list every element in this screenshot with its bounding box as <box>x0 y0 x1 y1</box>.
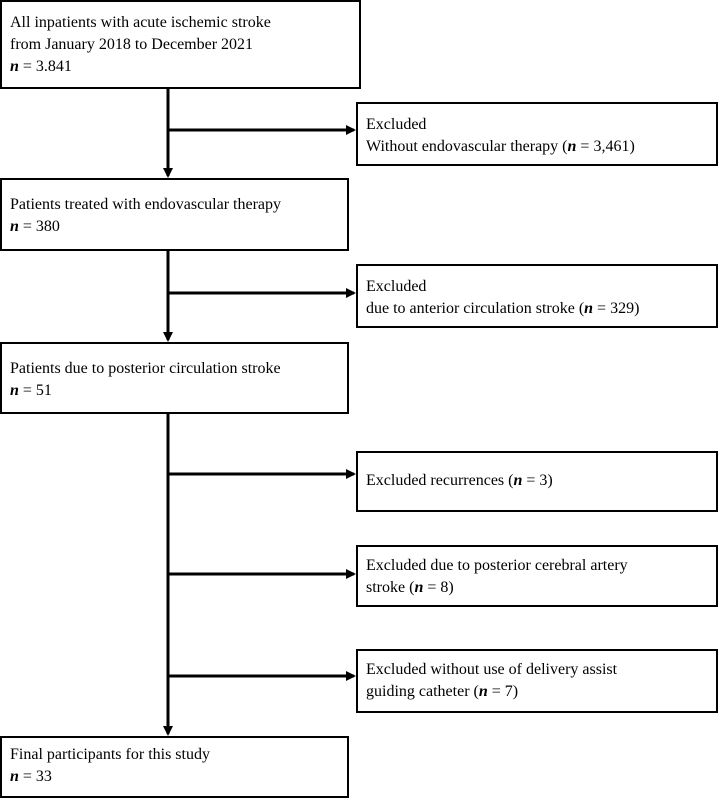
n-symbol: n <box>10 382 19 399</box>
excluded-1-text: Without endovascular therapy ( <box>366 138 568 155</box>
excluded-4-count: = 8) <box>423 579 454 596</box>
posterior-n-value: = 51 <box>18 382 52 399</box>
n-symbol: n <box>478 683 488 700</box>
posterior-count: n = 51 <box>10 380 339 402</box>
box-excluded-recurrences: Excluded recurrences (n = 3) <box>356 451 718 512</box>
excluded-5-count: = 7) <box>487 683 519 700</box>
final-count: n = 33 <box>10 766 339 788</box>
all-inpatients-n-value: = 3.841 <box>18 58 72 75</box>
excluded-3-count: = 3) <box>522 472 553 489</box>
all-inpatients-line2: from January 2018 to December 2021 <box>10 36 254 53</box>
excluded-5-line1: Excluded without use of delivery assist <box>366 661 618 678</box>
n-symbol: n <box>10 768 19 785</box>
excluded-2-line2: due to anterior circulation stroke (n = … <box>366 298 708 320</box>
box-posterior-circulation: Patients due to posterior circulation st… <box>0 342 349 414</box>
n-symbol: n <box>567 138 577 155</box>
box-excluded-without-endovascular: Excluded Without endovascular therapy (n… <box>356 102 718 166</box>
box-excluded-no-delivery-assist: Excluded without use of delivery assist … <box>356 649 718 713</box>
box-endovascular-therapy: Patients treated with endovascular thera… <box>0 178 349 251</box>
all-inpatients-line1: All inpatients with acute ischemic strok… <box>10 14 271 31</box>
box-all-inpatients: All inpatients with acute ischemic strok… <box>0 0 361 89</box>
endovascular-line1: Patients treated with endovascular thera… <box>10 196 282 213</box>
excluded-5-text: guiding catheter ( <box>366 683 479 700</box>
excluded-2-text: due to anterior circulation stroke ( <box>366 300 585 317</box>
n-symbol: n <box>10 218 19 235</box>
excluded-1-count: = 3,461) <box>576 138 635 155</box>
excluded-3-line1: Excluded recurrences (n = 3) <box>366 470 708 492</box>
excluded-5-line2: guiding catheter (n = 7) <box>366 681 708 703</box>
excluded-3-text: Excluded recurrences ( <box>366 472 514 489</box>
excluded-2-line1: Excluded <box>366 278 427 295</box>
box-final-participants: Final participants for this study n = 33 <box>0 736 349 798</box>
excluded-1-line1: Excluded <box>366 116 427 133</box>
box-excluded-posterior-cerebral-artery: Excluded due to posterior cerebral arter… <box>356 545 718 607</box>
n-symbol: n <box>10 58 19 75</box>
excluded-1-line2: Without endovascular therapy (n = 3,461) <box>366 136 708 158</box>
final-line1: Final participants for this study <box>10 746 210 763</box>
excluded-2-count: = 329) <box>593 300 640 317</box>
endovascular-count: n = 380 <box>10 216 339 238</box>
n-symbol: n <box>513 472 523 489</box>
posterior-line1: Patients due to posterior circulation st… <box>10 360 281 377</box>
n-symbol: n <box>414 579 424 596</box>
endovascular-n-value: = 380 <box>18 218 60 235</box>
excluded-4-line1: Excluded due to posterior cerebral arter… <box>366 557 628 574</box>
n-symbol: n <box>584 300 594 317</box>
all-inpatients-count: n = 3.841 <box>10 56 351 78</box>
excluded-4-line2: stroke (n = 8) <box>366 577 708 599</box>
excluded-4-text: stroke ( <box>366 579 415 596</box>
box-excluded-anterior-circulation: Excluded due to anterior circulation str… <box>356 264 718 328</box>
final-n-value: = 33 <box>18 768 52 785</box>
